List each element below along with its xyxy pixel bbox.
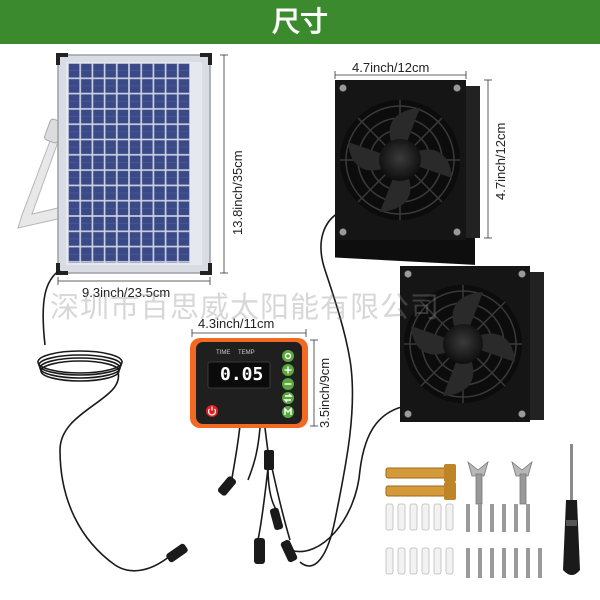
solar-panel — [17, 53, 212, 275]
panel-height-dimension — [220, 54, 228, 274]
temperature-controller — [190, 329, 318, 428]
expansion-bolts — [385, 464, 456, 500]
gear-icon — [282, 350, 294, 362]
panel-height-label: 13.8inch/35cm — [230, 150, 245, 235]
page-title-banner: 尺寸 — [0, 0, 600, 44]
controller-temp-label: TEMP — [238, 350, 255, 356]
fan-height-dimension — [484, 79, 492, 239]
fan-width-label: 4.7inch/12cm — [352, 60, 430, 75]
fan-height-label: 4.7inch/12cm — [493, 122, 508, 200]
controller-time-label: TIME — [216, 350, 231, 356]
page-title: 尺寸 — [271, 5, 328, 38]
screwdriver — [563, 444, 580, 575]
cables — [37, 211, 411, 572]
fan-bottom — [400, 266, 544, 422]
controller-width-dimension — [191, 329, 307, 337]
controller-width-label: 4.3inch/11cm — [198, 316, 275, 331]
wing-nuts — [467, 460, 533, 505]
controller-height-dimension — [310, 339, 318, 427]
cable-connectors — [166, 450, 298, 564]
controller-display-value: 0.05 — [220, 364, 264, 385]
fan-top — [335, 80, 480, 265]
wall-anchors-and-screws — [385, 503, 542, 578]
panel-width-dimension — [57, 277, 211, 285]
panel-width-label: 9.3inch/23.5cm — [82, 285, 171, 300]
controller-buttons — [282, 350, 294, 418]
controller-height-label: 3.5inch/9cm — [317, 357, 332, 428]
swap-icon — [282, 392, 294, 404]
fan-width-dimension — [334, 71, 467, 79]
